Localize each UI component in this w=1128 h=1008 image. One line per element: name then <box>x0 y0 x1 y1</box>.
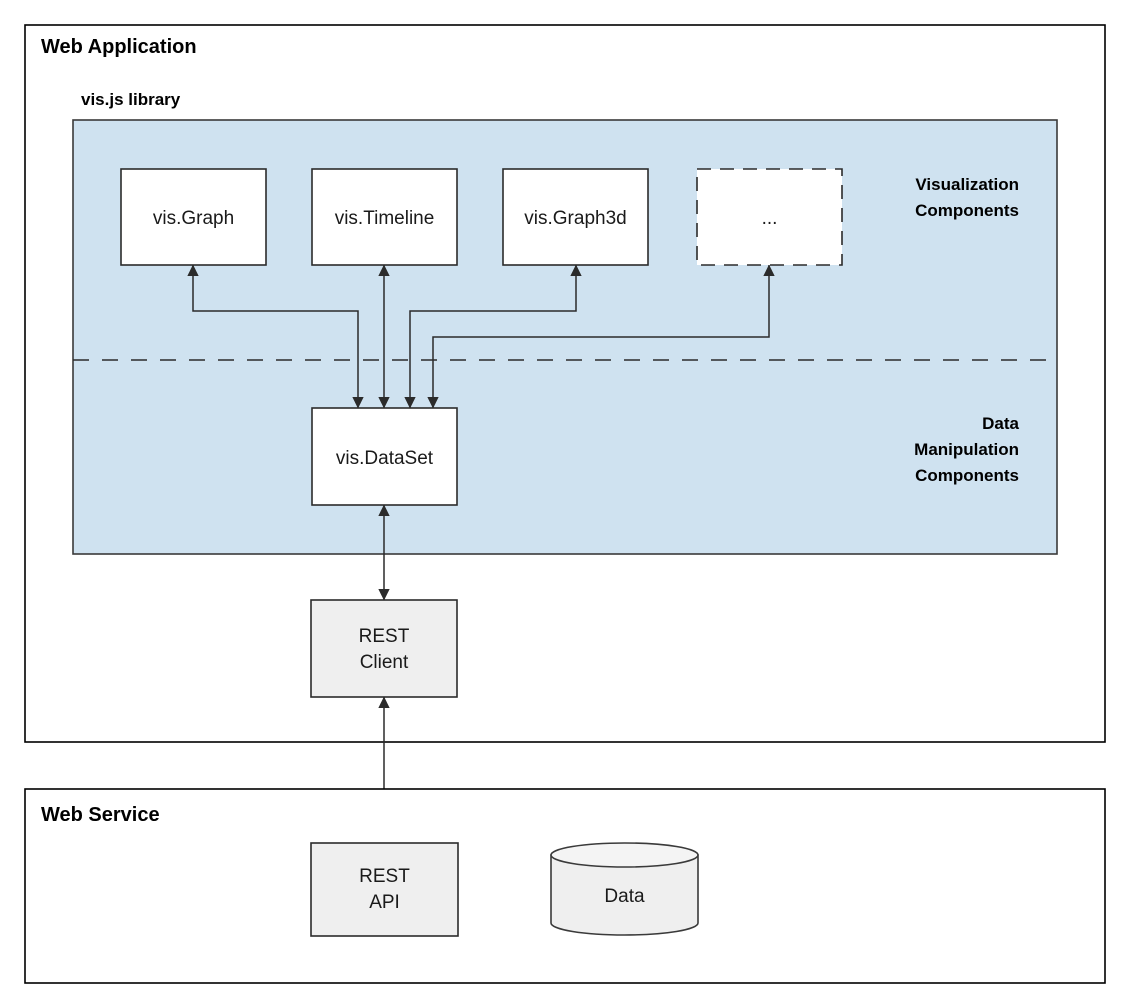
node-more-components-label: ... <box>762 208 778 229</box>
node-vis-timeline[interactable]: vis.Timeline <box>311 168 458 266</box>
node-vis-dataset[interactable]: vis.DataSet <box>311 407 458 506</box>
node-vis-graph-label: vis.Graph <box>153 208 234 229</box>
group-label-visualization-line2: Components <box>915 201 1019 220</box>
node-rest-client-label-line2: Client <box>360 652 409 673</box>
node-vis-graph3d-box[interactable] <box>502 168 649 266</box>
node-data-store-label: Data <box>604 886 645 907</box>
group-label-data-manipulation-line2: Manipulation <box>914 440 1019 459</box>
connector-more-dataset <box>427 264 775 409</box>
node-rest-api-label-line1: REST <box>359 866 410 887</box>
node-rest-client-box[interactable] <box>310 599 458 698</box>
node-rest-client-label-line1: REST <box>359 626 410 647</box>
section-title-visjs-library: vis.js library <box>81 90 181 109</box>
data-store-cylinder-body[interactable] <box>550 854 699 936</box>
node-rest-client[interactable]: REST Client <box>310 599 458 698</box>
node-vis-dataset-box[interactable] <box>311 407 458 506</box>
node-rest-api[interactable]: REST API <box>310 842 459 937</box>
panel-title-web-application: Web Application <box>41 36 197 58</box>
group-label-data-manipulation-line1: Data <box>982 414 1019 433</box>
node-vis-dataset-label: vis.DataSet <box>336 448 434 469</box>
node-more-components-box[interactable] <box>696 168 843 266</box>
node-vis-timeline-label: vis.Timeline <box>335 208 435 229</box>
node-vis-timeline-box[interactable] <box>311 168 458 266</box>
panel-title-web-service: Web Service <box>41 804 160 826</box>
node-vis-graph3d[interactable]: vis.Graph3d <box>502 168 649 266</box>
group-label-data-manipulation-line3: Components <box>915 466 1019 485</box>
node-more-components[interactable]: ... <box>696 168 843 266</box>
node-vis-graph3d-label: vis.Graph3d <box>524 208 626 229</box>
node-data-store[interactable]: Data <box>550 842 699 936</box>
node-rest-api-box[interactable] <box>310 842 459 937</box>
data-store-cylinder-top <box>550 842 699 868</box>
node-rest-api-label-line2: API <box>369 892 400 913</box>
group-label-visualization-line1: Visualization <box>915 175 1019 194</box>
connector-vis-graph-dataset <box>187 264 364 409</box>
node-vis-graph-box[interactable] <box>120 168 267 266</box>
node-vis-graph[interactable]: vis.Graph <box>120 168 267 266</box>
